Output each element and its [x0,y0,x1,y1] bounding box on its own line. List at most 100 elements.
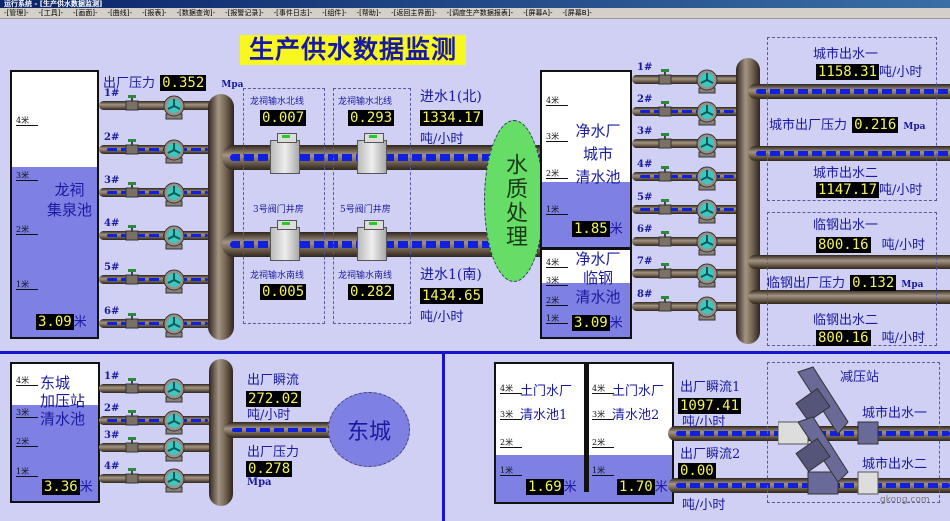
south-b-value: 0.282 [348,284,395,300]
pump-label: 1# [104,88,120,99]
dongcheng-destination[interactable]: 东城 [328,392,410,467]
pump-label: 5# [104,262,120,273]
north-b-label: 龙祠输水北线 [338,97,393,107]
pump-label: 3# [104,175,120,186]
menu-item[interactable]: -[数据查询]- [176,9,216,17]
pump-label: 1# [637,62,653,73]
pump-label: 7# [637,256,653,267]
pump-icon[interactable] [161,436,187,462]
pressure-unit: Mpa [901,280,924,290]
pump-pipe [99,443,216,452]
level-mark: 3米 [16,408,38,418]
pump-icon[interactable] [161,224,187,250]
valve-icon[interactable] [657,231,673,247]
valve-icon[interactable] [124,468,140,484]
valve-icon[interactable] [657,101,673,117]
level-mark: 1米 [592,466,614,476]
menu-item[interactable]: -[屏幕B]- [562,9,592,17]
pump-icon[interactable] [161,181,187,207]
pressure-unit: Mpa [221,80,244,90]
pump-icon[interactable] [694,230,720,256]
valve-icon[interactable] [657,263,673,279]
pump-pipe [632,172,742,181]
pump-icon[interactable] [694,100,720,126]
menu-item[interactable]: -[工具]- [38,9,64,17]
pump-icon[interactable] [694,132,720,158]
valve-icon[interactable] [124,139,140,155]
valve-icon[interactable] [124,410,140,426]
pump-icon[interactable] [161,312,187,338]
pump-icon[interactable] [694,68,720,94]
header-pipe [208,94,234,340]
valve-icon[interactable] [124,269,140,285]
level-mark: 1米 [16,280,38,290]
city-out-group [767,37,937,201]
pump-icon[interactable] [161,138,187,164]
menu-item[interactable]: -[组件]- [322,9,347,17]
valve-icon[interactable] [657,69,673,85]
level-mark: 2米 [546,169,568,179]
pump-icon[interactable] [161,409,187,435]
level-unit: 米 [609,222,623,237]
flow-unit: 吨/小时 [682,498,726,513]
pressure-reducing-valve-icon[interactable] [778,362,888,502]
pump-pipe [632,269,742,278]
menu-item[interactable]: -[调度生产数据报表]- [446,9,514,17]
flow2-label: 出厂瞬流2 [680,447,741,462]
lg-out2-pipe [748,290,950,304]
pump-icon[interactable] [161,268,187,294]
south-b-label: 龙祠输水南线 [338,271,393,281]
pump-label: 3# [104,430,120,441]
valve-icon[interactable] [657,133,673,149]
pump-label: 2# [104,132,120,143]
level-mark: 4米 [546,96,568,106]
tank-divider [584,364,589,492]
pump-icon[interactable] [161,467,187,493]
flowmeter-icon [270,133,300,174]
city-out2-value: 1147.17 [816,182,880,198]
pump-label: 4# [637,159,653,170]
valve-icon[interactable] [657,166,673,182]
valve-icon[interactable] [657,199,673,215]
menu-item[interactable]: -[报警记录]- [225,9,264,17]
pump-label: 4# [104,461,120,472]
level-mark: 2米 [546,296,568,306]
pump-pipe [99,474,216,483]
valve-icon[interactable] [657,296,673,312]
tank-name: 土门水厂 [520,384,573,399]
pressure-label: 出厂压力 [103,76,156,91]
tank-name: 净水厂 [575,122,621,140]
menu-item[interactable]: -[画面]- [73,9,98,17]
flow-unit: 吨/小时 [879,65,923,80]
pump-icon[interactable] [694,262,720,288]
pump-icon[interactable] [694,165,720,191]
pump-icon[interactable] [694,295,720,321]
menu-item[interactable]: -[帮助]- [356,9,382,17]
city-pressure-label: 城市出厂压力 [769,118,848,133]
lg-pressure-label: 临钢出厂压力 [767,276,846,291]
menu-item[interactable]: -[报表]- [142,9,167,17]
valve-icon[interactable] [124,437,140,453]
tank-name: 净水厂 [575,250,621,268]
valve-icon[interactable] [124,378,140,394]
valve-icon[interactable] [124,182,140,198]
tank-name: 清水池 [575,168,621,186]
pump-pipe [99,101,216,110]
menu-item[interactable]: -[屏幕A]- [523,9,553,17]
city-out2-label: 城市出水二 [813,166,879,181]
flow-unit: 吨/小时 [881,238,926,253]
valve-icon[interactable] [124,95,140,111]
menu-item[interactable]: -[管理]- [4,9,29,17]
pump-icon[interactable] [161,94,187,120]
menu-item[interactable]: -[返回主界面]- [391,9,437,17]
water-treatment[interactable]: 水质处理 [484,120,544,282]
pump-icon[interactable] [694,198,720,224]
valve-icon[interactable] [124,225,140,241]
menu-item[interactable]: -[事件日志]- [273,9,313,17]
menu-item[interactable]: -[曲线]- [107,9,133,17]
level-value: 3.09 [36,314,74,330]
lg-out1-pipe [748,255,950,269]
level-unit: 米 [609,316,623,331]
pump-icon[interactable] [161,377,187,403]
valve-icon[interactable] [124,313,140,329]
